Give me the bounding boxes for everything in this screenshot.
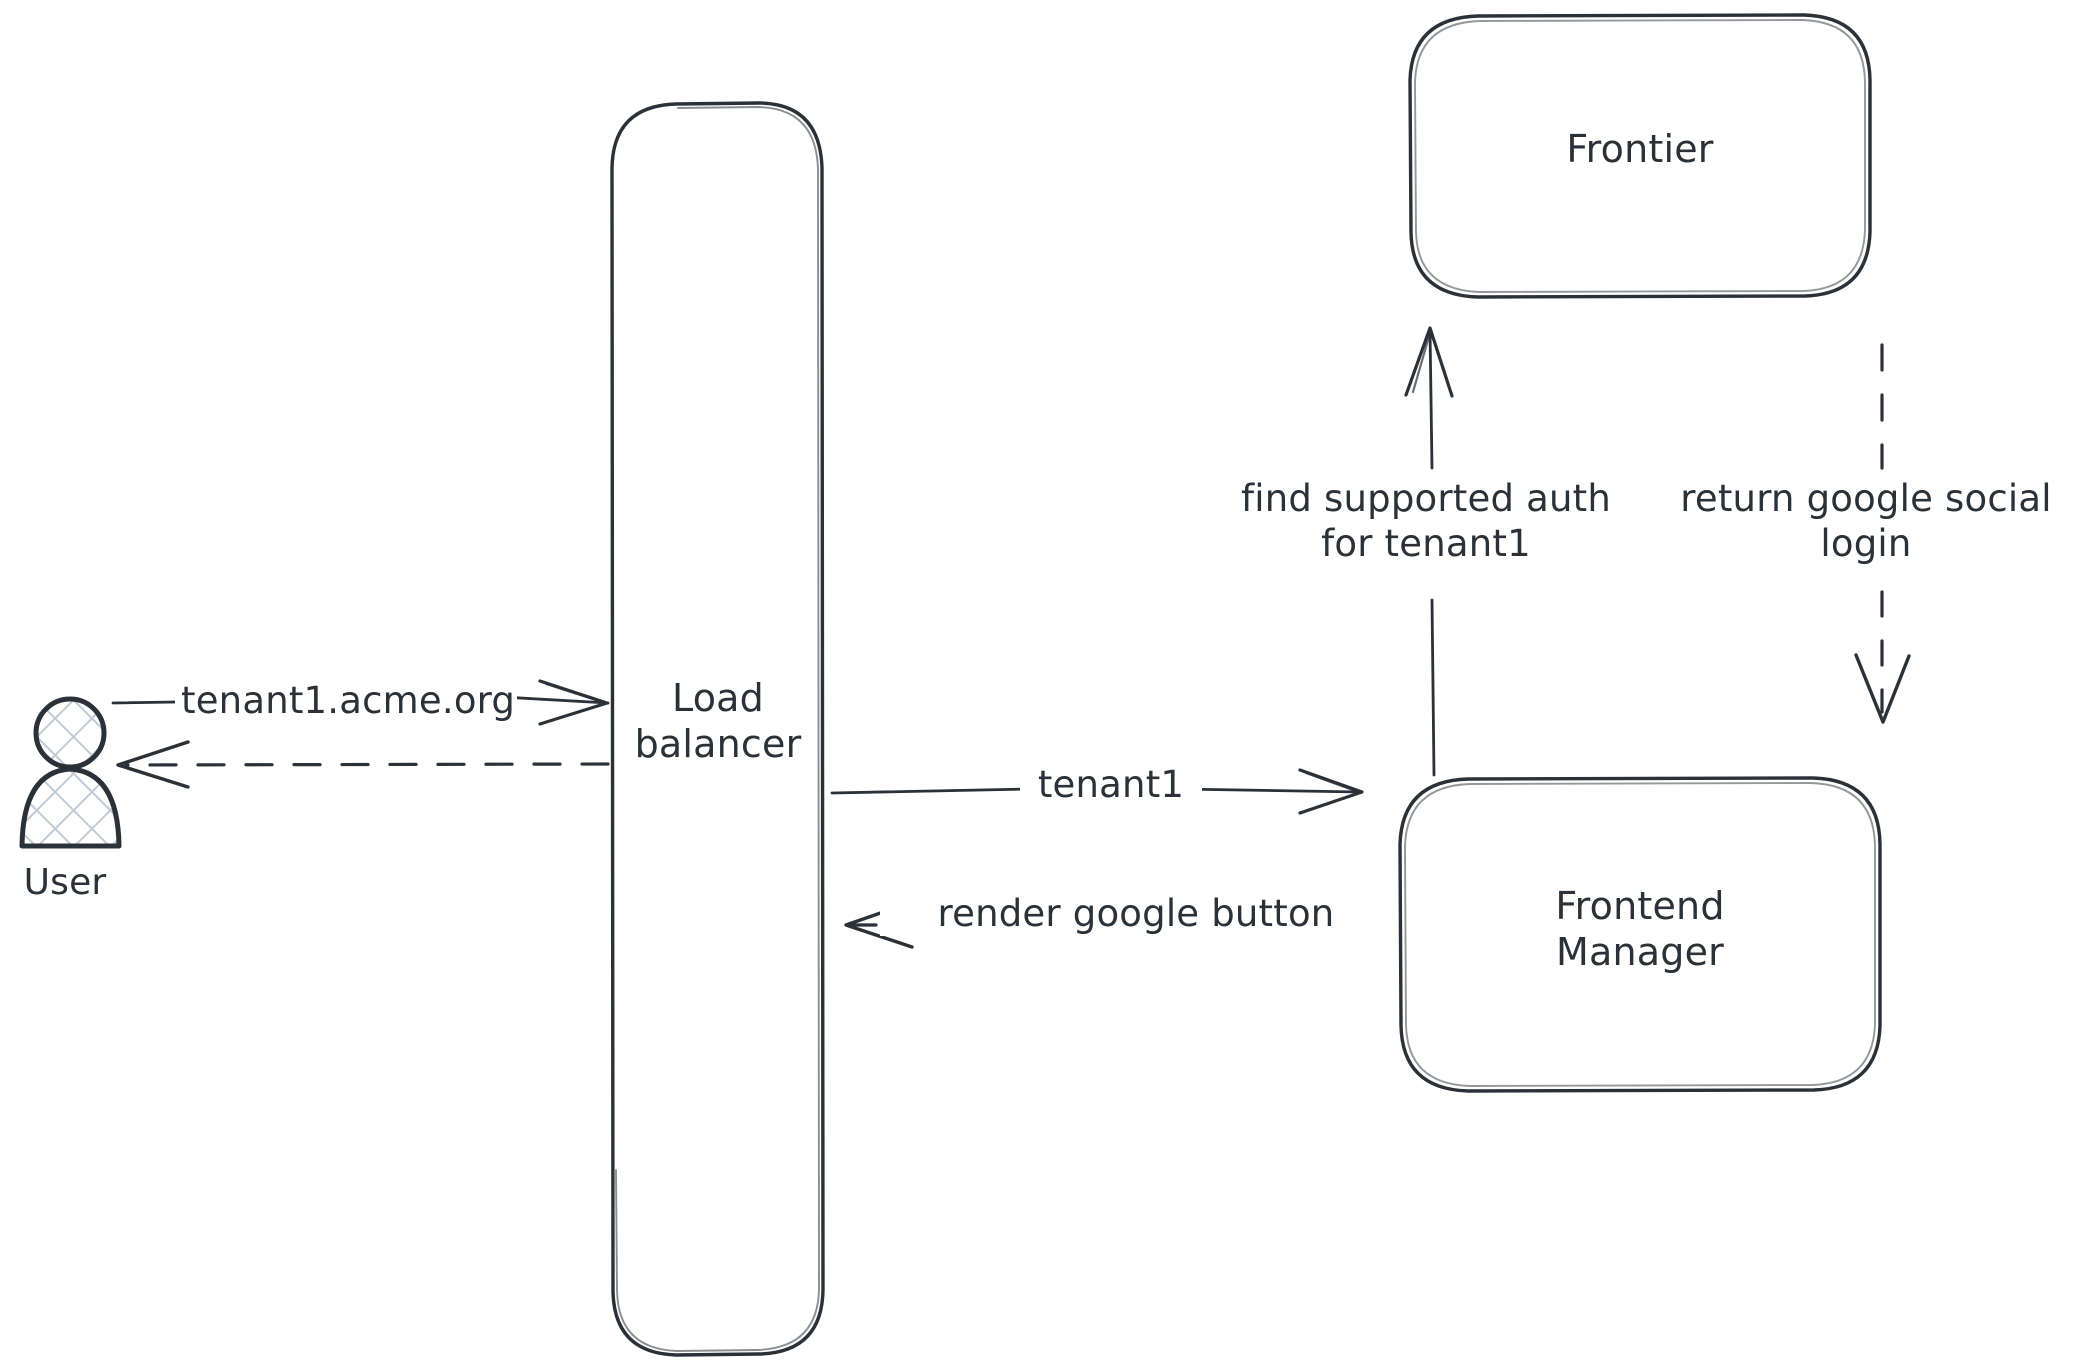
edge-load-balancer-to-user-line[interactable] xyxy=(116,740,610,789)
edge-frontier-to-frontend-manager-line[interactable] xyxy=(1854,343,1911,724)
load-balancer-shape[interactable] xyxy=(610,101,825,1357)
frontend-manager-shape[interactable] xyxy=(1398,776,1882,1093)
user-actor-shape[interactable] xyxy=(19,696,122,849)
edge-frontend-manager-to-frontier-line[interactable] xyxy=(1404,326,1454,777)
edge-load-balancer-to-frontend-manager-line[interactable] xyxy=(830,768,1364,815)
frontier-shape[interactable] xyxy=(1408,13,1872,299)
edge-frontend-manager-to-load-balancer-line[interactable] xyxy=(844,900,1380,949)
edge-user-to-load-balancer-line[interactable] xyxy=(111,679,610,726)
